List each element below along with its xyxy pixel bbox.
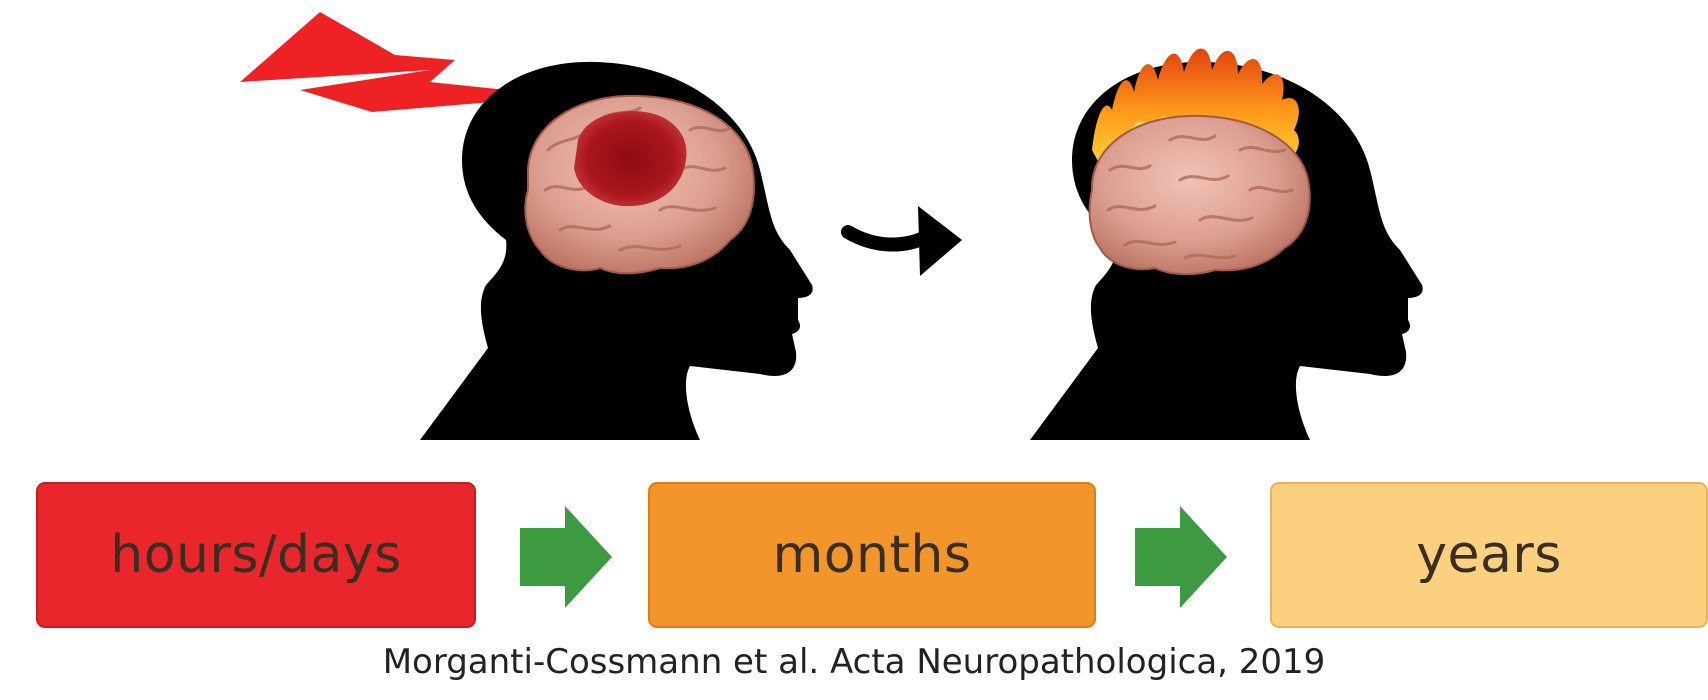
stage-months: months: [648, 482, 1096, 628]
citation-caption: Morganti-Cossmann et al. Acta Neuropatho…: [0, 642, 1708, 682]
green-arrow-icon: [1135, 506, 1227, 608]
brain-icon: [525, 96, 754, 273]
stage-hours-days: hours/days: [36, 482, 476, 628]
green-arrow-icon: [520, 506, 612, 608]
stage-years: years: [1270, 482, 1708, 628]
brain-icon: [1090, 116, 1310, 274]
curved-arrow-icon: [848, 206, 962, 276]
